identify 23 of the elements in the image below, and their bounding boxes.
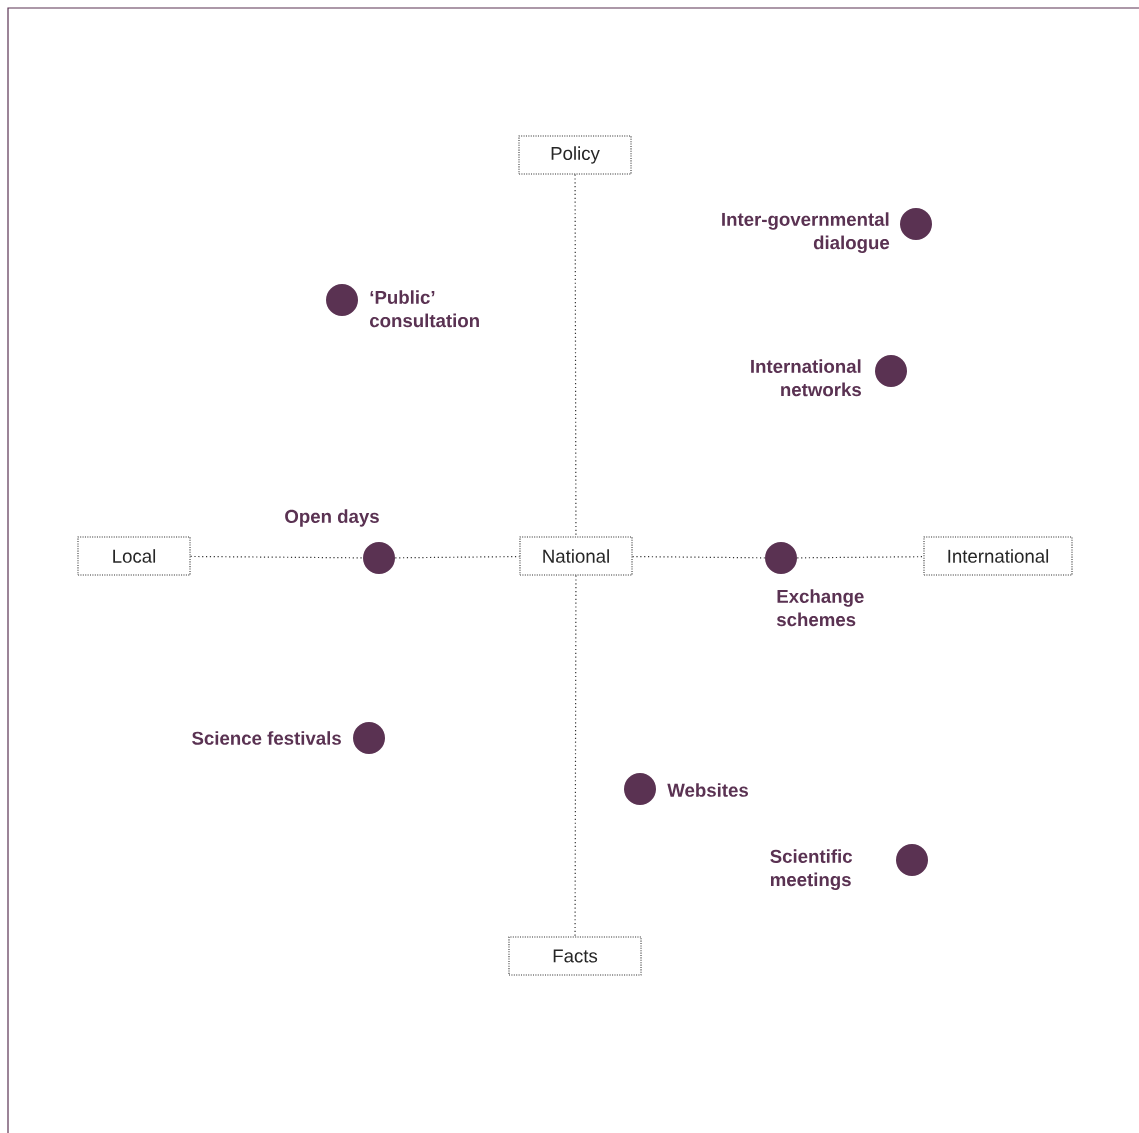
- dot-label: ‘Public’ consultation: [370, 290, 479, 328]
- dot: [363, 542, 395, 574]
- dot: [896, 844, 928, 876]
- dot-label: Scientific meetings: [770, 849, 853, 890]
- label-box: Policy: [518, 135, 632, 175]
- dot: [875, 355, 907, 387]
- dot-label: Open days: [285, 509, 379, 527]
- connector-line: [394, 555, 521, 559]
- dot-label: Inter-governmental dialogue: [722, 212, 890, 253]
- dot-label: Exchange schemes: [776, 589, 864, 627]
- dot-label: Science festivals: [192, 731, 341, 745]
- label-box: Local: [77, 536, 191, 576]
- dot: [765, 542, 797, 574]
- dot: [353, 722, 385, 754]
- dot: [900, 208, 932, 240]
- dot-label: Websites: [667, 783, 748, 797]
- label-box: International: [923, 536, 1073, 576]
- dot-label: International networks: [751, 359, 861, 397]
- dot: [326, 284, 358, 316]
- label-box: National: [519, 536, 633, 576]
- label-box: Facts: [508, 936, 642, 976]
- dot: [624, 773, 656, 805]
- connector-line: [796, 556, 925, 559]
